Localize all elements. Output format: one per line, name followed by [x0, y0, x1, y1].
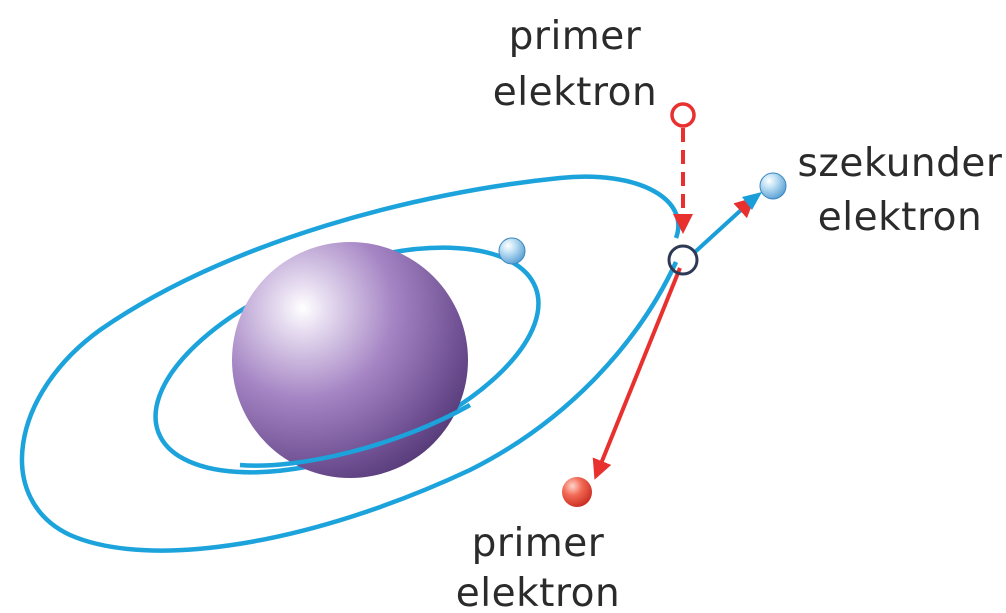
scattered-primary-electron: [562, 477, 592, 507]
scattered-path: [592, 267, 682, 480]
outer-orbit: [19, 174, 681, 553]
nucleus: [232, 242, 468, 478]
secondary-arrowhead: [742, 192, 762, 210]
bound-electron: [498, 237, 526, 265]
incoming-primary-electron: [670, 102, 696, 128]
vacancy-ring: [667, 244, 699, 276]
incoming-primary-label-line2: elektron: [493, 70, 657, 115]
incoming-primary-label-line1: primer: [509, 14, 642, 59]
secondary-label-line1: szekunder: [798, 141, 1003, 186]
secondary-electron: [759, 172, 787, 200]
secondary-label-line2: elektron: [818, 195, 982, 240]
scattered-primary-label-line1: primer: [472, 521, 605, 566]
scattered-primary-label-line2: elektron: [456, 571, 620, 613]
secondary-path: [693, 197, 755, 254]
inner-orbit-front: [239, 403, 472, 468]
